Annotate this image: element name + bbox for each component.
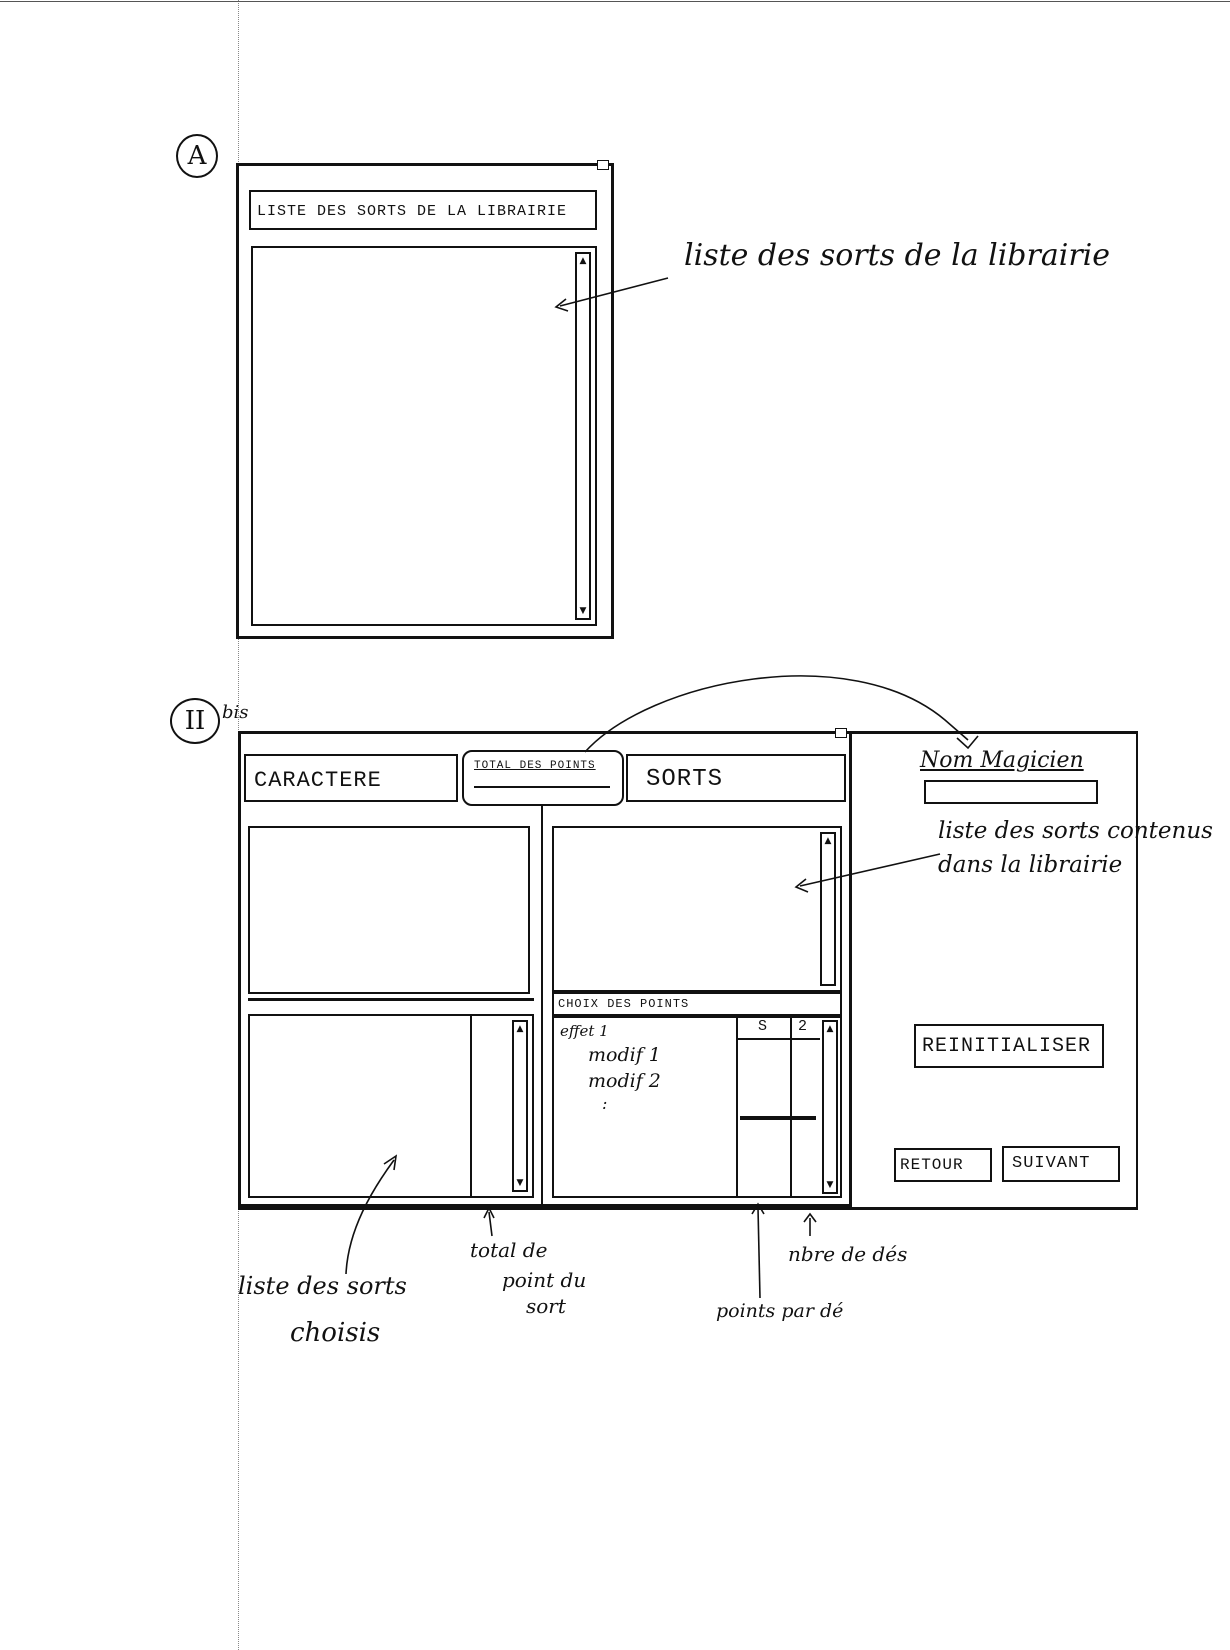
caractere-separator [248, 998, 534, 1001]
annotation-dice-count: nbre de dés [788, 1242, 908, 1266]
library-window: LISTE DES SORTS DE LA LIBRAIRIE ▲ ▼ [236, 160, 614, 639]
main-window-bottom [238, 1207, 1138, 1210]
library-scrollbar[interactable]: ▲ ▼ [575, 252, 591, 620]
tab-total-points[interactable]: TOTAL DES POINTS [462, 750, 624, 806]
total-points-underline [474, 786, 610, 788]
effects-scrollbar[interactable]: ▲ ▼ [822, 1020, 838, 1194]
tab-sorts[interactable]: SORTS [626, 754, 846, 802]
scroll-up-icon[interactable]: ▲ [824, 836, 832, 846]
ellipsis-line: : [602, 1094, 608, 1113]
chosen-scrollbar[interactable]: ▲ ▼ [512, 1020, 528, 1192]
annotation-spell-total: sort [526, 1294, 566, 1318]
annotation-library-contents: dans la librairie [938, 852, 1123, 878]
retour-button[interactable]: RETOUR [894, 1148, 992, 1182]
choix-points-header: CHOIX DES POINTS [552, 992, 842, 1016]
scroll-up-icon[interactable]: ▲ [826, 1024, 834, 1034]
section-b-marker: II [170, 698, 220, 744]
library-title-text: LISTE DES SORTS DE LA LIBRAIRIE [257, 203, 568, 220]
annotation-library-contents: liste des sorts contenus [938, 818, 1213, 844]
arrow-points-per-die [757, 1207, 761, 1299]
window-corner-icon-2[interactable] [835, 728, 847, 738]
header-row-line [736, 1038, 820, 1040]
effect-line: effet 1 [560, 1022, 609, 1040]
sorts-library-list[interactable]: ▲ [552, 826, 842, 992]
annotation-spell-total: point du [502, 1268, 587, 1292]
sorts-scrollbar[interactable]: ▲ [820, 832, 836, 986]
arrowhead-total-to-nom [956, 735, 979, 750]
value-row-marker [740, 1116, 816, 1120]
annotation-spell-total: total de [470, 1238, 548, 1262]
nom-magicien-input[interactable] [924, 780, 1098, 804]
tab-caractere[interactable]: CARACTERE [244, 754, 458, 802]
window-corner-icon[interactable] [597, 160, 609, 170]
dice-column-divider [790, 1018, 792, 1196]
chosen-total-column-divider [470, 1016, 472, 1196]
library-spell-list[interactable]: ▲ ▼ [251, 246, 597, 626]
scroll-down-icon[interactable]: ▼ [516, 1178, 524, 1188]
chosen-spells-list[interactable]: ▲ ▼ [248, 1014, 534, 1198]
scroll-up-icon[interactable]: ▲ [579, 256, 587, 266]
column-divider [541, 806, 543, 1206]
effects-table[interactable]: effet 1 modif 1 modif 2 : S 2 ▲ ▼ [552, 1016, 842, 1198]
points-column-divider [736, 1018, 738, 1196]
annotation-chosen-spells: liste des sorts [238, 1272, 407, 1300]
main-window-right [1136, 731, 1138, 1209]
modif-line: modif 1 [588, 1044, 661, 1066]
caractere-panel [248, 826, 530, 994]
annotation-chosen-spells: choisis [290, 1318, 381, 1348]
modif-line: modif 2 [588, 1070, 661, 1092]
annotation-library-list: liste des sorts de la librairie [684, 238, 1111, 273]
arrow-spell-total [488, 1211, 493, 1237]
scroll-up-icon[interactable]: ▲ [516, 1024, 524, 1034]
page-top-line [0, 1, 1230, 2]
scroll-down-icon[interactable]: ▼ [826, 1180, 834, 1190]
reinitialiser-button[interactable]: REINITIALISER [914, 1024, 1104, 1068]
annotation-points-per-die: points par dé [716, 1300, 844, 1322]
scroll-down-icon[interactable]: ▼ [579, 606, 587, 616]
col-header-s: S [758, 1018, 769, 1035]
section-b-marker-suffix: bis [222, 702, 249, 723]
nom-magicien-label: Nom Magicien [920, 748, 1084, 773]
suivant-button[interactable]: SUIVANT [1002, 1146, 1120, 1182]
library-title-bar: LISTE DES SORTS DE LA LIBRAIRIE [249, 190, 597, 230]
col-header-2: 2 [798, 1018, 809, 1035]
section-a-marker: A [176, 134, 218, 178]
arrowhead-dice-count [803, 1212, 817, 1223]
